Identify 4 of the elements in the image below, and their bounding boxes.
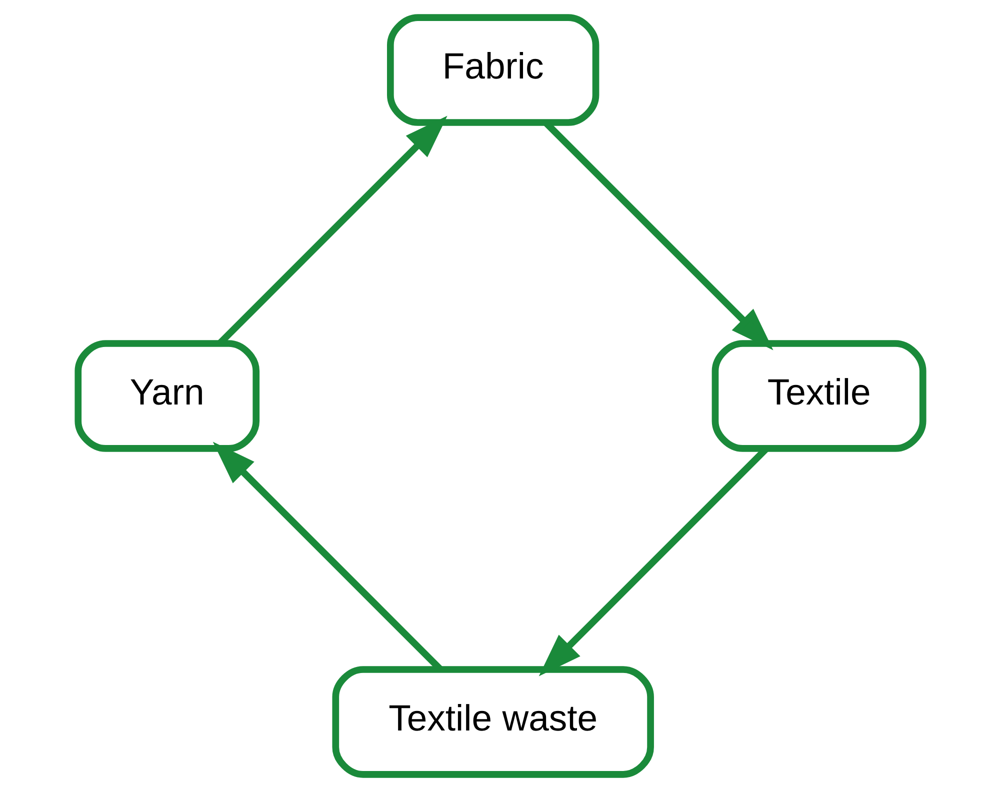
node-box: Fabric	[386, 14, 599, 126]
node-box: Textile waste	[332, 666, 654, 778]
node-box: Yarn	[74, 340, 260, 452]
node-box: Textile	[711, 340, 926, 452]
